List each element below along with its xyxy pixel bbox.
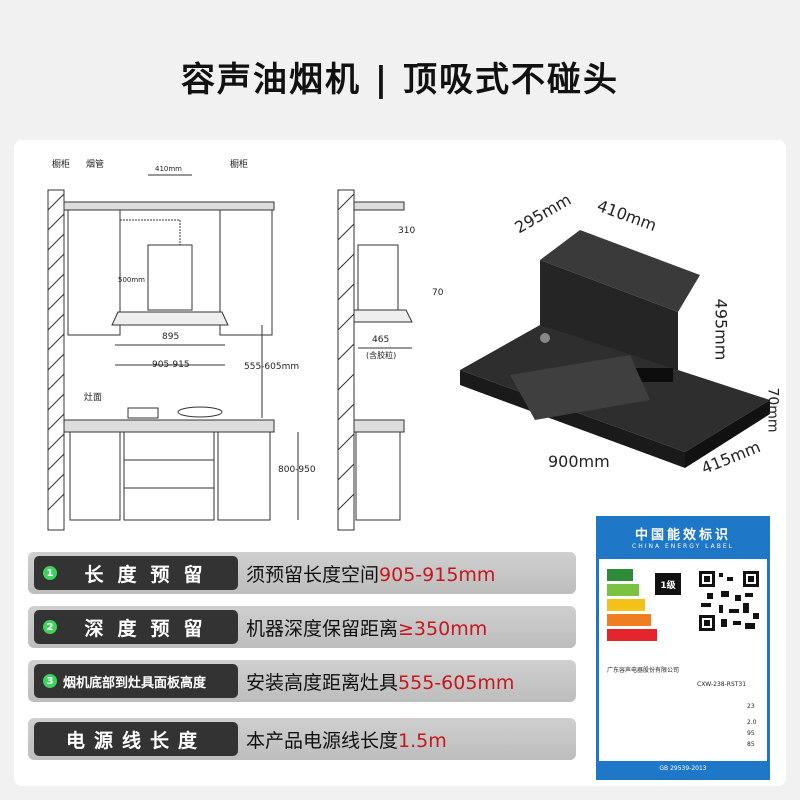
energy-value-1: 2.0 <box>747 719 757 726</box>
energy-label-title: 中国能效标识 <box>634 528 731 543</box>
dim-465-note: (含胶粒) <box>366 351 397 360</box>
energy-standard: GB 29539-2013 <box>599 761 767 777</box>
label-cabinet-left: 橱柜 <box>52 160 71 170</box>
dim-panel: 70mm <box>764 387 781 433</box>
label-stove: 灶面 <box>84 393 103 403</box>
energy-label: 中国能效标识 CHINA ENERGY LABEL 1级 广东容声电器股份有限公… <box>596 516 770 780</box>
spec-label: 电源线长度 <box>65 729 206 752</box>
spec-label: 烟机底部到灶具面板高度 <box>63 675 207 691</box>
spec-value: 905-915mm <box>379 564 496 586</box>
dim-465: 465 <box>372 335 390 345</box>
dim-500: 500mm <box>118 276 145 284</box>
spec-number-badge: 2 <box>43 620 57 634</box>
spec-value: 555-605mm <box>398 672 515 694</box>
qr-code-icon <box>697 569 761 633</box>
spec-desc: 安装高度距离灶具 <box>246 672 399 694</box>
energy-grade-badge: 1级 <box>655 573 681 595</box>
installation-diagram <box>47 174 413 531</box>
energy-value-main: 23 <box>747 703 755 710</box>
spec-label: 深度预留 <box>84 617 217 640</box>
spec-bar-depth: 2 深度预留 机器深度保留距离≥350mm <box>28 606 576 648</box>
spec-number-badge: 1 <box>43 566 57 580</box>
spec-value: 1.5m <box>398 730 447 752</box>
dim-310: 310 <box>398 226 416 236</box>
dim-800-950: 800-950 <box>278 465 316 475</box>
spec-bar-height: 3 烟机底部到灶具面板高度 安装高度距离灶具555-605mm <box>28 660 576 702</box>
model-number: CXW-238-RST31 <box>697 681 747 688</box>
energy-grade-bars <box>607 569 657 641</box>
spec-desc: 机器深度保留距离 <box>246 618 399 640</box>
page-title: 容声油烟机 | 顶吸式不碰头 <box>180 60 620 100</box>
manufacturer: 广东容声电器股份有限公司 <box>607 667 680 674</box>
energy-label-subtitle: CHINA ENERGY LABEL <box>632 543 734 550</box>
spec-desc: 本产品电源线长度 <box>246 730 399 752</box>
product-render <box>460 230 770 468</box>
spec-value: ≥350mm <box>398 618 488 640</box>
label-cabinet-right: 橱柜 <box>230 160 249 170</box>
spec-bar-cable: 电源线长度 本产品电源线长度1.5m <box>28 718 576 760</box>
dim-555-605: 555-605mm <box>244 362 300 372</box>
spec-desc: 须预留长度空间 <box>246 564 380 586</box>
spec-number-badge: 3 <box>43 674 57 688</box>
spec-label: 长度预留 <box>84 563 217 586</box>
dim-height: 495mm <box>711 298 731 361</box>
label-flue: 烟管 <box>86 160 105 170</box>
spec-bar-length: 1 长度预留 须预留长度空间905-915mm <box>28 552 576 594</box>
energy-value-3: 85 <box>747 741 755 748</box>
dim-905-915: 905-915 <box>152 360 190 370</box>
dim-width: 900mm <box>548 452 610 471</box>
energy-value-2: 95 <box>747 730 755 737</box>
dim-70: 70 <box>432 288 444 298</box>
dim-410: 410mm <box>155 165 182 173</box>
dim-895: 895 <box>162 332 180 342</box>
